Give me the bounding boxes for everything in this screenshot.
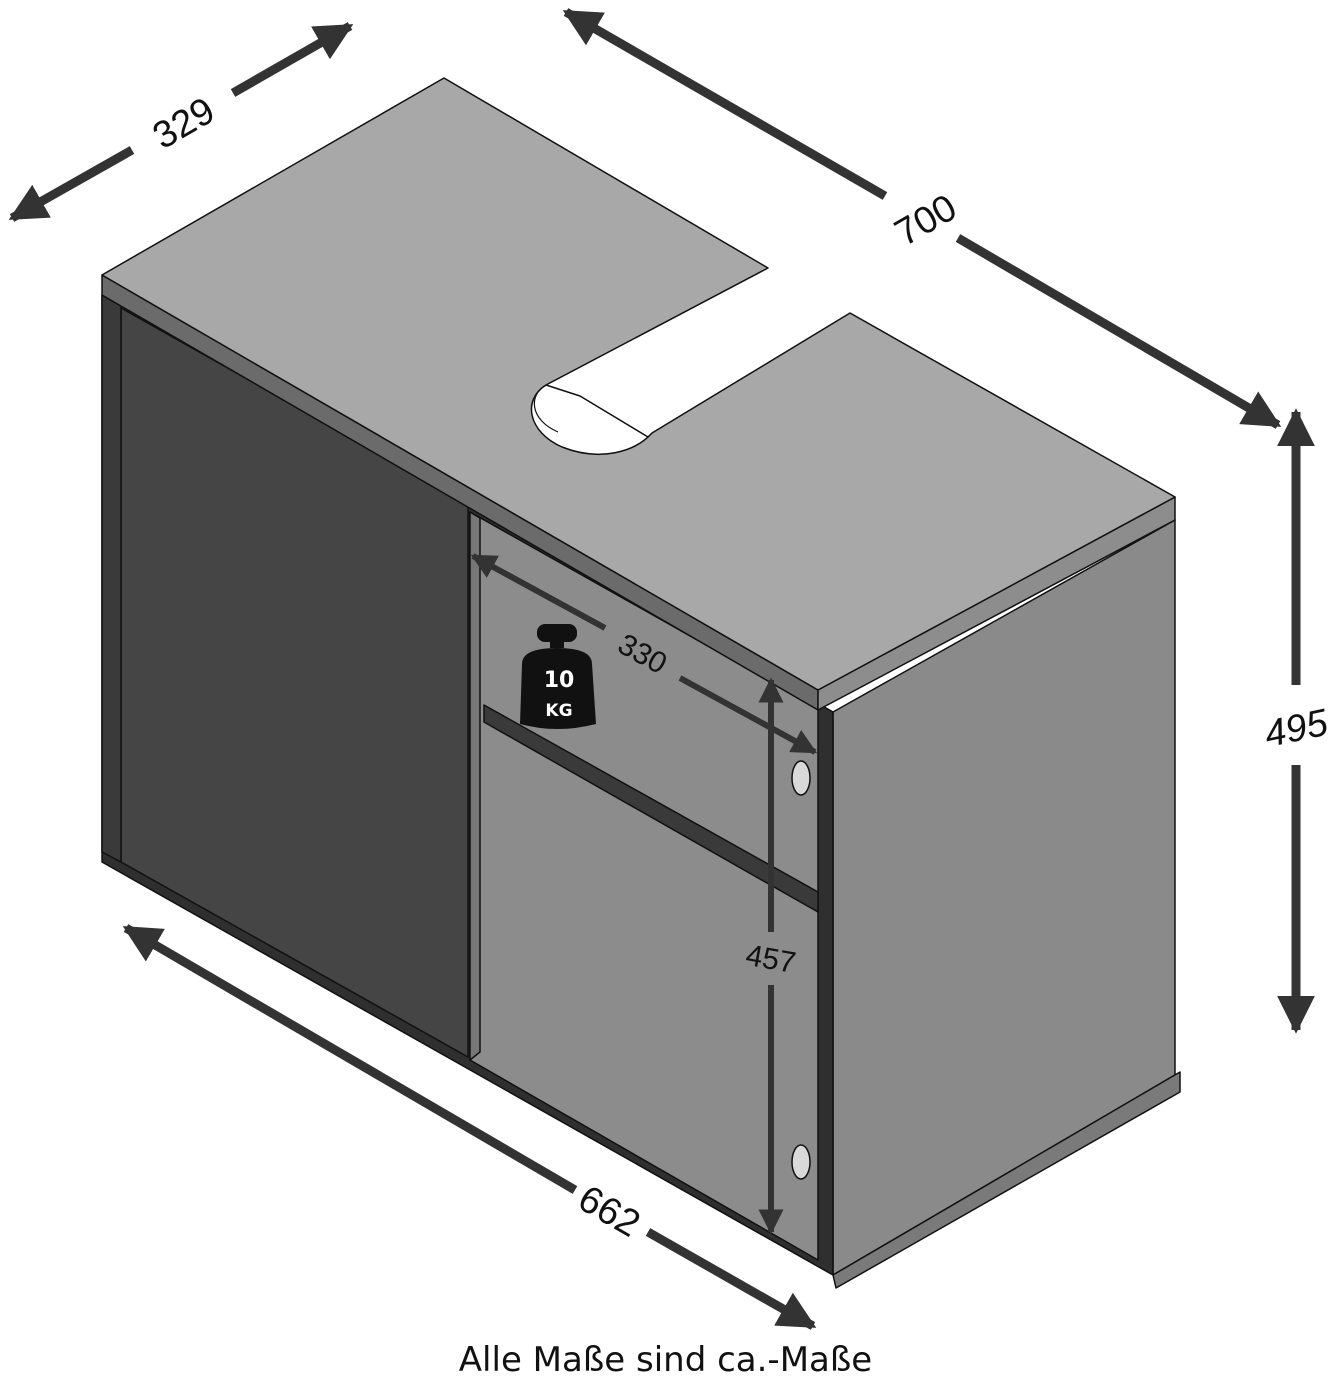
- inner-width-arrow-right: [678, 675, 818, 755]
- dimensions-note: Alle Maße sind ca.-Maße: [458, 1340, 873, 1380]
- bottom-width-label: 662: [571, 1178, 647, 1246]
- weight-unit: KG: [545, 701, 572, 721]
- cabinet-plinth-right: [832, 1071, 1181, 1289]
- bottom-width-arrow-left: [122, 924, 578, 1194]
- cabinet-shelf: [483, 704, 819, 913]
- weight-value: 10: [544, 668, 575, 693]
- depth-arrow-left: [8, 146, 135, 222]
- bottom-width-arrow-right: [645, 1228, 817, 1330]
- dimension-arrows: [8, 8, 1315, 1330]
- weight-icon: 10 KG: [520, 624, 596, 729]
- width-arrow-right: [955, 234, 1282, 429]
- inner-width-arrow-left: [470, 553, 607, 631]
- height-label: 495: [1261, 702, 1331, 756]
- depth-label: 329: [146, 90, 222, 158]
- shelf-support-hole: [791, 1144, 811, 1180]
- width-arrow-left: [562, 8, 888, 200]
- cabinet: [101, 77, 1181, 1289]
- width-label: 700: [888, 187, 964, 255]
- shelf-support-hole: [791, 760, 811, 796]
- depth-arrow-right: [230, 22, 354, 97]
- inner-dimension-arrows: [470, 553, 818, 1235]
